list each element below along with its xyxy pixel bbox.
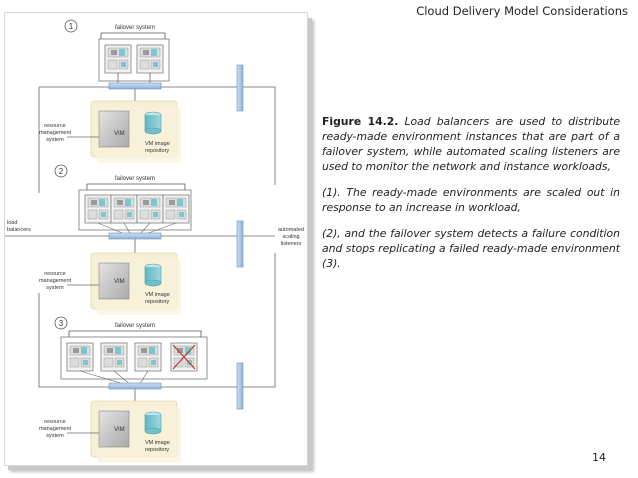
failed-env-3d [170,342,198,372]
caption-paragraph-3: (2), and the failover system detects a f… [322,227,620,270]
ready-made-env-3b [100,342,128,372]
load-balancer-3 [108,382,162,390]
section-1-number: 1 [69,22,74,31]
section-3: 3 failover system resource managemen [38,253,276,464]
repo-label-2-b: repository [145,299,169,305]
listeners-label-a: automated [278,227,304,233]
repo-label-1-b: repository [145,148,169,154]
ready-made-env-3c [134,342,162,372]
rms-label-3-c: system [46,433,64,439]
scaling-listener-1 [236,64,244,112]
listeners-label-c: listeners [281,241,302,247]
failover-label-2: failover system [115,176,155,182]
load-balancers-label-b: balancers [7,227,31,233]
ready-made-env-1a [104,44,132,74]
ready-made-env-1b [136,44,164,74]
diagram-svg: 1 failover system resource management sy… [5,19,304,464]
repo-label-3-b: repository [145,447,169,453]
section-3-number: 3 [59,319,64,328]
rms-label-1-b: management [39,130,72,136]
page-number: 14 [592,451,606,464]
rms-2 [90,252,182,316]
repo-label-1-a: VM image [145,141,170,147]
repo-label-3-a: VM image [145,440,170,446]
ready-made-env-2d [162,194,190,224]
rms-label-3-a: resource [44,419,65,425]
section-2: 2 failover system load balancers automat… [5,164,304,316]
figure-caption: Figure 14.2. Load balancers are used to … [322,114,620,282]
repo-label-2-a: VM image [145,292,170,298]
rms-label-2-a: resource [44,271,65,277]
rms-label-1-c: system [46,137,64,143]
ready-made-env-2c [136,194,164,224]
rms-label-1-a: resource [44,123,65,129]
ready-made-env-3a [66,342,94,372]
caption-paragraph-2: (1). The ready-made environments are sca… [322,186,620,214]
vim-label-1: VIM [114,131,125,137]
failover-label-1: failover system [115,25,155,31]
load-balancers-label-a: load [7,220,17,226]
ready-made-env-2a [84,194,112,224]
load-balancer-1 [108,82,162,90]
rms-3 [90,400,182,464]
load-balancer-2 [108,232,162,240]
scaling-listener-3 [236,362,244,410]
rms-label-2-c: system [46,285,64,291]
listeners-label-b: scaling [282,234,299,240]
scaling-listener-2 [236,220,244,268]
section-1: 1 failover system resource management sy… [38,19,276,193]
section-2-number: 2 [59,167,64,176]
slide-header: Cloud Delivery Model Considerations [416,4,628,18]
vim-label-2: VIM [114,279,125,285]
caption-text: Load balancers are used to distribute re… [322,115,621,173]
failover-label-3: failover system [115,323,155,329]
caption-heading: Figure 14.2. [322,115,399,128]
rms-label-2-b: management [39,278,72,284]
ready-made-env-2b [110,194,138,224]
rms-label-3-b: management [39,426,72,432]
figure-diagram: 1 failover system resource management sy… [4,12,308,466]
vim-label-3: VIM [114,427,125,433]
